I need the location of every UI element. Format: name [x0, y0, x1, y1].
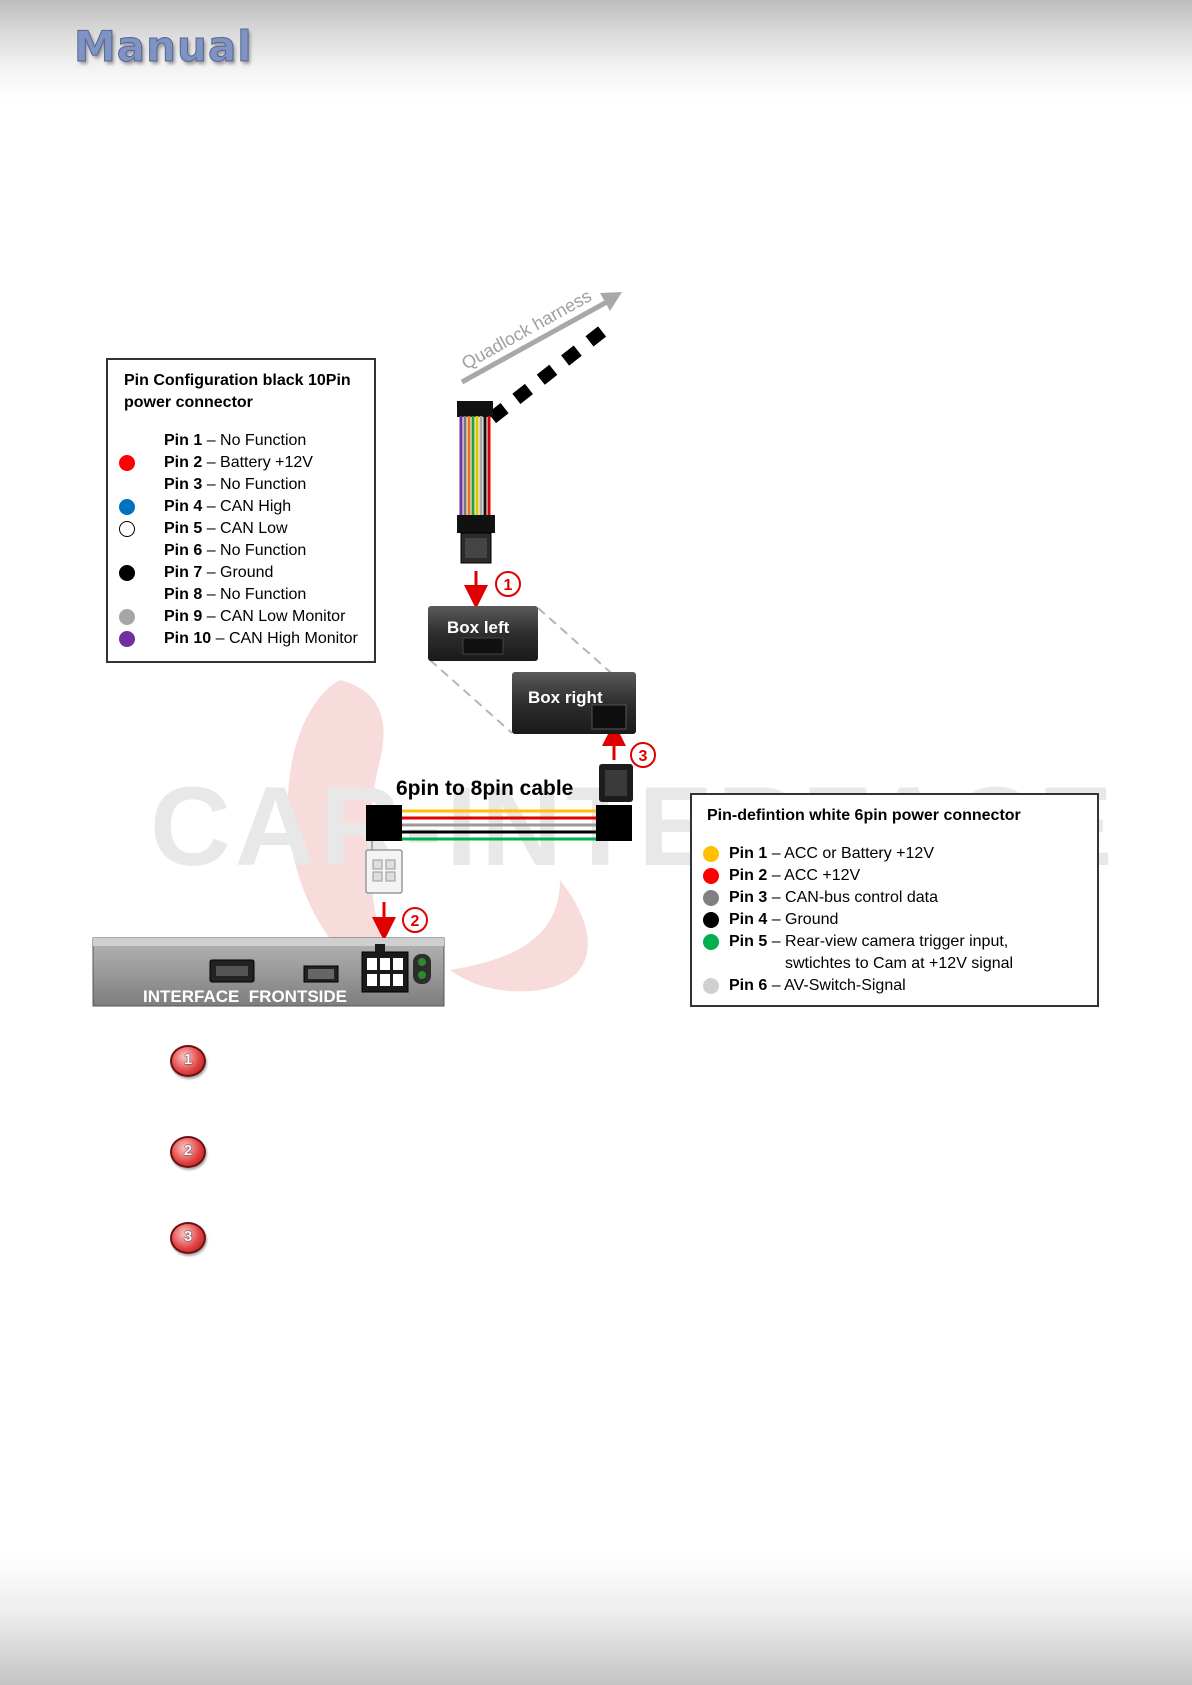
pin-color-dot [703, 890, 719, 906]
box-left: Box left [428, 606, 538, 661]
pin-desc: – CAN Low [206, 520, 288, 537]
callout-2-number: 2 [411, 913, 420, 930]
pin-color-dot [119, 521, 135, 537]
legend-6pin-row-3: Pin 3 – CAN-bus control data [692, 887, 938, 909]
legend-10pin-row-10: Pin 10 – CAN High Monitor [108, 628, 358, 650]
pin-name: Pin 4 [729, 911, 768, 928]
six-to-eight-cable: 6pin to 8pin cable [365, 777, 632, 894]
legend-6pin-row-5-cont: swtichtes to Cam at +12V signal [692, 953, 1013, 975]
legend-10pin-row-9: Pin 9 – CAN Low Monitor [108, 606, 345, 628]
pin-desc: – No Function [206, 586, 307, 603]
legend-10pin-row-5: Pin 5 – CAN Low [108, 518, 288, 540]
pin-color-dot [119, 499, 135, 515]
box-left-label: Box left [447, 618, 510, 637]
legend-6pin-row-6: Pin 6 – AV-Switch-Signal [692, 975, 906, 997]
pin-desc: – Battery +12V [206, 454, 313, 471]
box-right: Box right [512, 672, 636, 734]
legend-10pin-row-3: Pin 3 – No Function [108, 474, 306, 496]
pin-name: Pin 3 [729, 889, 768, 906]
pin-desc: – CAN Low Monitor [206, 608, 346, 625]
pin-color-dot [703, 868, 719, 884]
pin-desc: – AV-Switch-Signal [771, 977, 906, 994]
cable-8pin-plug [599, 764, 633, 802]
pin-desc-continued: swtichtes to Cam at +12V signal [785, 955, 1014, 972]
cable-label: 6pin to 8pin cable [396, 777, 573, 800]
pin-name: Pin 9 [164, 608, 203, 625]
pin-name: Pin 6 [164, 542, 203, 559]
step-badge-number: 3 [183, 1228, 193, 1245]
pin-name: Pin 3 [164, 476, 203, 493]
legend-10pin-row-8: Pin 8 – No Function [108, 584, 306, 606]
pin-desc: – Rear-view camera trigger input, [771, 933, 1009, 950]
pin-color-dot [703, 846, 719, 862]
legend-10pin: Pin Configuration black 10Pin power conn… [106, 358, 376, 663]
pin-name: Pin 5 [164, 520, 203, 537]
legend-10pin-row-7: Pin 7 – Ground [108, 562, 273, 584]
step-badge-number: 1 [183, 1051, 193, 1068]
interface-frontside: INTERFACE FRONTSIDE [92, 937, 445, 1007]
pin-name: Pin 2 [729, 867, 768, 884]
pin-desc: – CAN High Monitor [215, 630, 358, 647]
pin-desc: – CAN-bus control data [771, 889, 938, 906]
pin-desc: – ACC or Battery +12V [771, 845, 934, 862]
step-badge-2: 2 [170, 1136, 206, 1168]
pin-color-dot [703, 978, 719, 994]
pin-name: Pin 5 [729, 933, 768, 950]
pin-desc: – CAN High [206, 498, 292, 515]
pin-name: Pin 1 [164, 432, 203, 449]
footer-band [0, 1555, 1192, 1685]
pin-name: Pin 7 [164, 564, 203, 581]
pin-name: Pin 2 [164, 454, 203, 471]
pin-desc: – ACC +12V [771, 867, 861, 884]
pin-name: Pin 4 [164, 498, 203, 515]
pin-name: Pin 10 [164, 630, 212, 647]
harness-cable [457, 401, 495, 564]
callout-3-number: 3 [639, 748, 648, 765]
legend-6pin-row-1: Pin 1 – ACC or Battery +12V [692, 843, 934, 865]
pin-desc: – No Function [206, 476, 307, 493]
legend-10pin-title: Pin Configuration black 10Pin power conn… [124, 372, 351, 411]
pin-desc: – Ground [206, 564, 274, 581]
legend-6pin-title: Pin-defintion white 6pin power connector [707, 807, 1021, 824]
callout-2: 2 [402, 907, 428, 933]
legend-10pin-row-2: Pin 2 – Battery +12V [108, 452, 313, 474]
pin-name: Pin 1 [729, 845, 768, 862]
legend-10pin-row-4: Pin 4 – CAN High [108, 496, 291, 518]
legend-6pin-row-4: Pin 4 – Ground [692, 909, 838, 931]
pin-color-dot [119, 565, 135, 581]
box-right-label: Box right [528, 688, 603, 707]
step-badge-1: 1 [170, 1045, 206, 1077]
legend-6pin-row-2: Pin 2 – ACC +12V [692, 865, 860, 887]
pin-color-dot [119, 631, 135, 647]
pin-color-dot [119, 455, 135, 471]
header-band [0, 0, 1192, 100]
pin-color-dot [703, 934, 719, 950]
callout-1: 1 [495, 571, 521, 597]
pin-name: Pin 8 [164, 586, 203, 603]
pin-name: Pin 6 [729, 977, 768, 994]
pin-color-dot [703, 912, 719, 928]
legend-6pin-row-5: Pin 5 – Rear-view camera trigger input, [692, 931, 1008, 953]
quadlock-harness: Quadlock harness [458, 286, 622, 424]
callout-1-number: 1 [504, 577, 513, 594]
callout-3: 3 [630, 742, 656, 768]
interface-label: INTERFACE FRONTSIDE [143, 987, 347, 1006]
page-title: Manual [74, 22, 253, 72]
pin-desc: – No Function [206, 542, 307, 559]
legend-10pin-row-6: Pin 6 – No Function [108, 540, 306, 562]
legend-10pin-row-1: Pin 1 – No Function [108, 430, 306, 452]
pin-color-dot [119, 609, 135, 625]
pin-desc: – Ground [771, 911, 839, 928]
step-badge-number: 2 [183, 1142, 193, 1159]
pin-desc: – No Function [206, 432, 307, 449]
step-badge-3: 3 [170, 1222, 206, 1254]
legend-6pin: Pin-defintion white 6pin power connector… [690, 793, 1099, 1007]
